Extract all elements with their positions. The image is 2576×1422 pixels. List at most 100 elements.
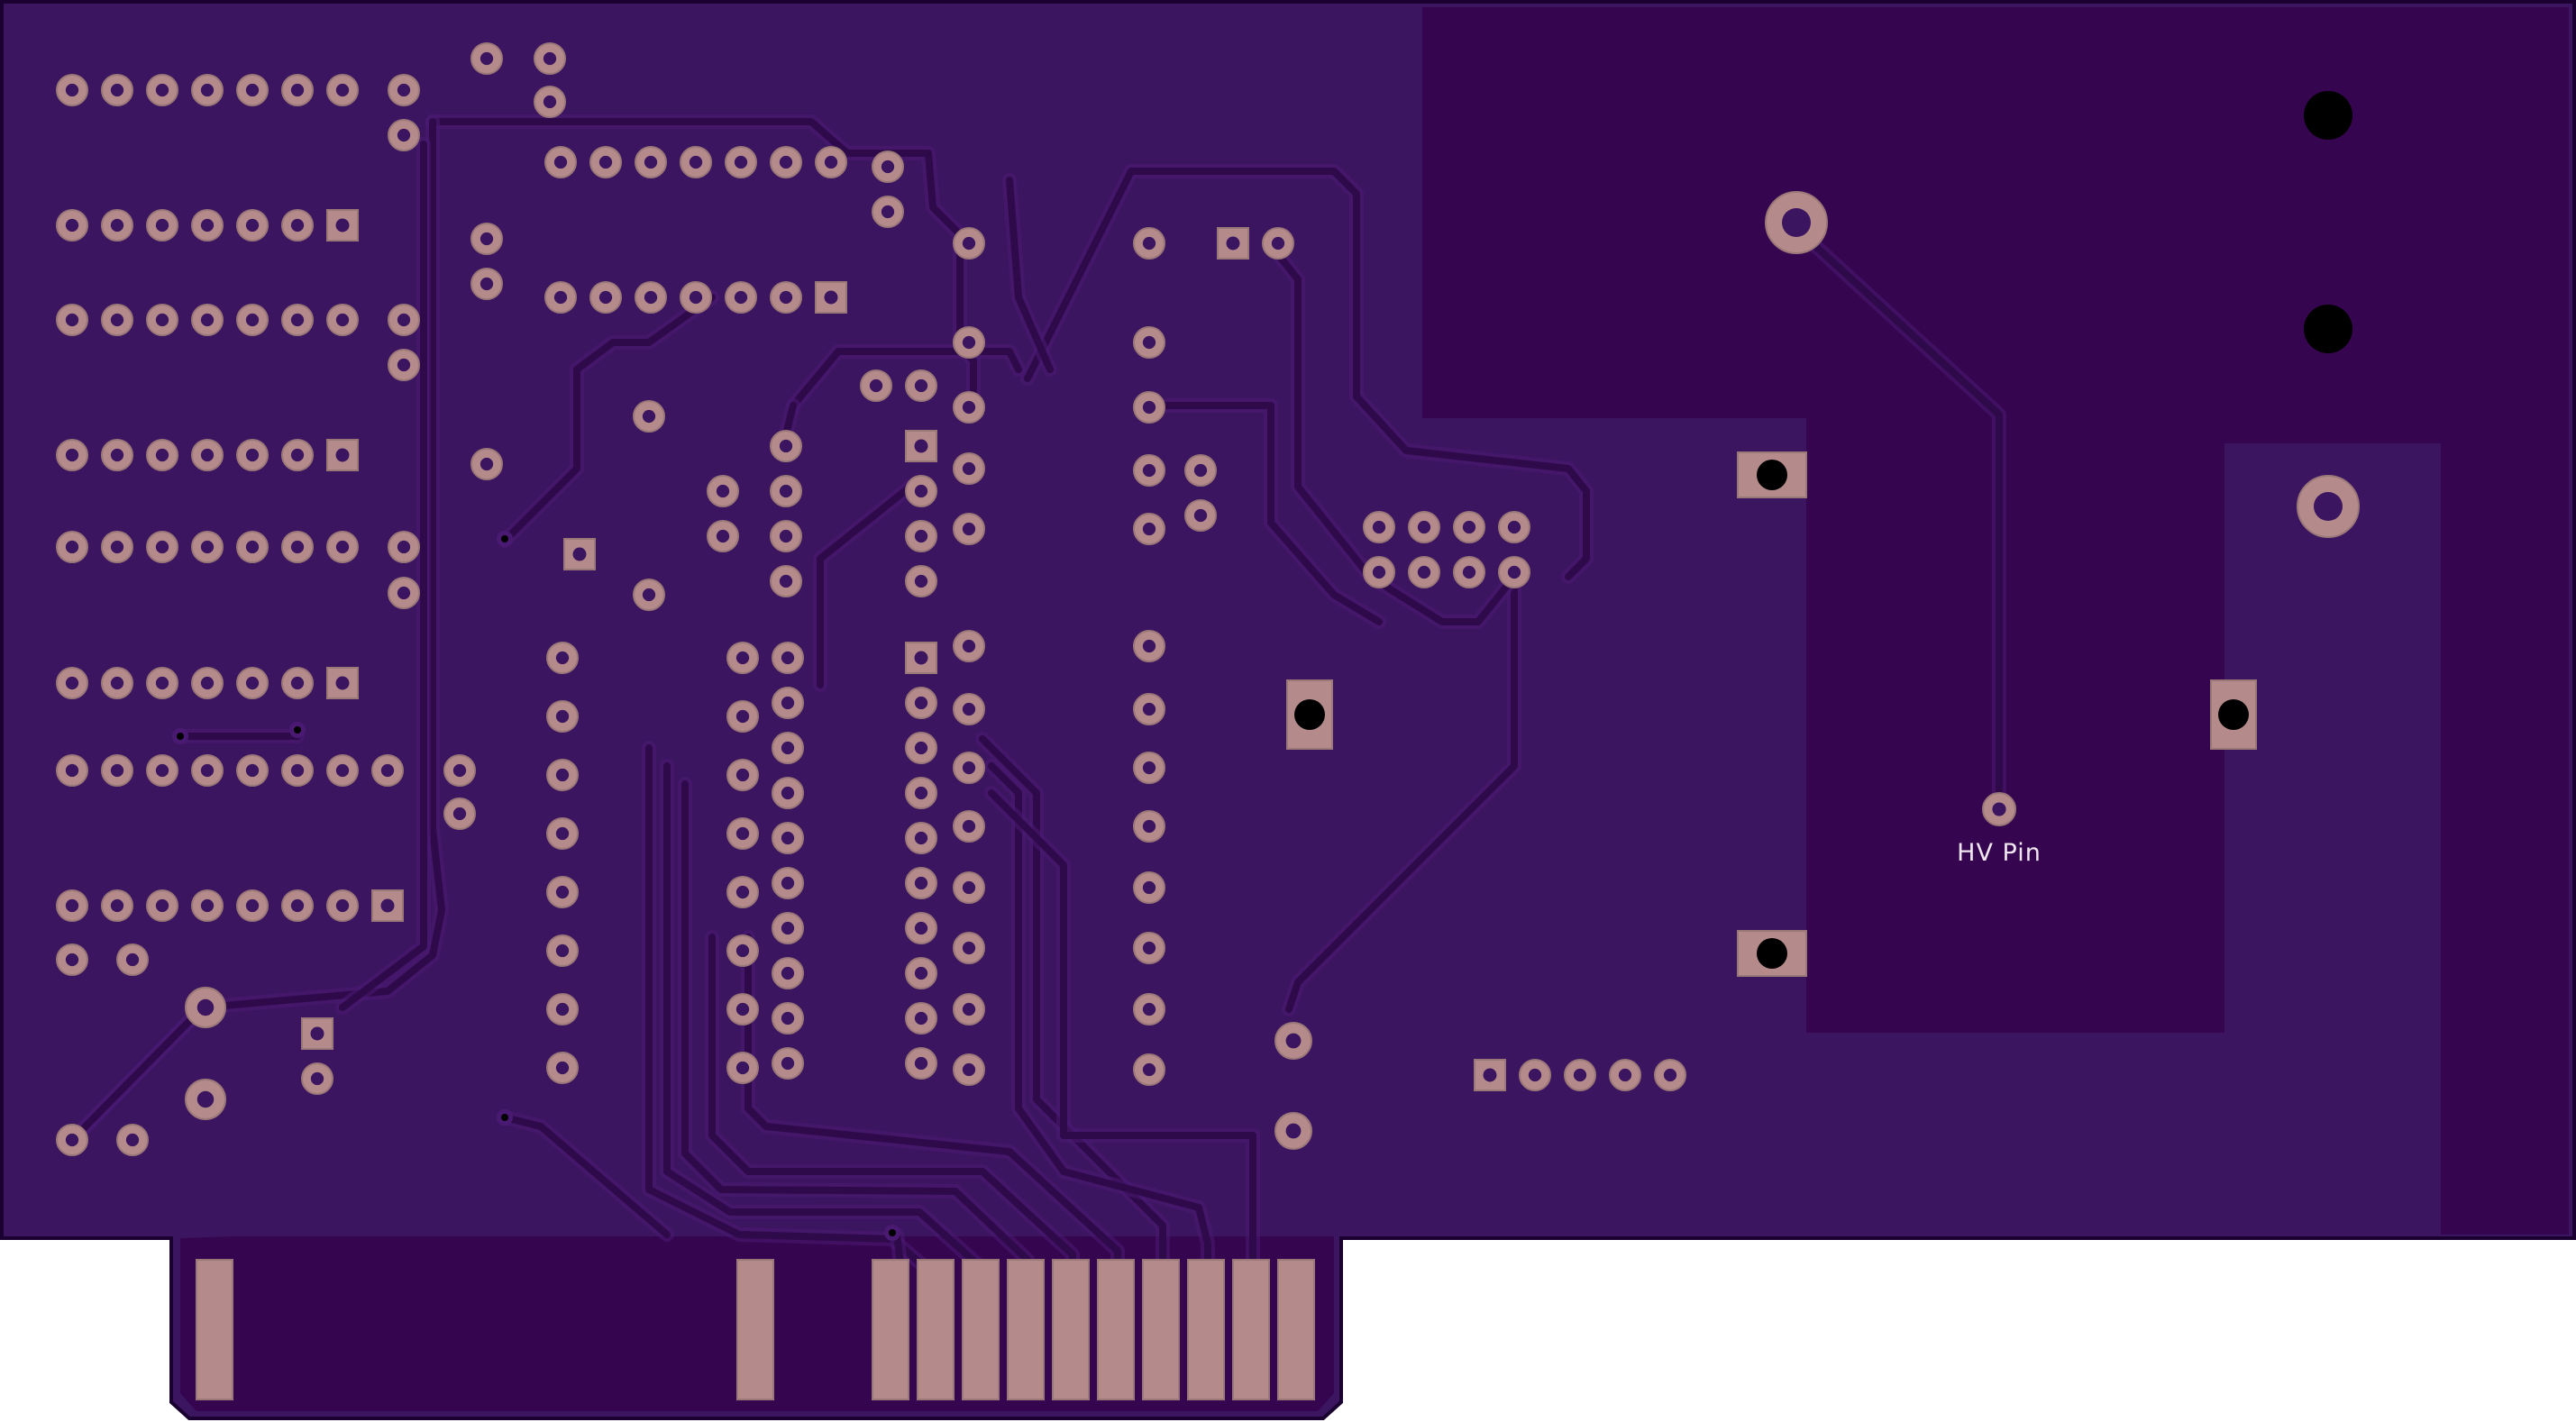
- pad-drill: [65, 83, 79, 97]
- pad-drill: [781, 966, 795, 980]
- pad-drill: [65, 218, 79, 232]
- trace: [1006, 177, 1054, 373]
- pad-drill: [155, 83, 169, 97]
- pad-drill: [914, 439, 928, 453]
- pad-drill: [290, 218, 305, 232]
- pad-drill: [196, 998, 215, 1016]
- pad-drill: [1142, 1002, 1156, 1016]
- pad-drill: [200, 763, 215, 778]
- pad-drill: [1142, 400, 1156, 415]
- pad-drill: [290, 313, 305, 327]
- pad-drill: [1142, 819, 1156, 834]
- pad-drill: [310, 1026, 324, 1041]
- pad-drill: [290, 448, 305, 462]
- edge-connector: [196, 1259, 1315, 1400]
- via-drill: [294, 726, 301, 734]
- square-pad-icon: [301, 1017, 333, 1050]
- pad-drill: [245, 898, 260, 913]
- pad-drill: [716, 529, 730, 543]
- pad-drill: [110, 313, 124, 327]
- pad-drill: [1462, 520, 1476, 534]
- pad-drill: [200, 898, 215, 913]
- pad-drill: [1142, 702, 1156, 716]
- pad-drill: [644, 290, 658, 305]
- pad-drill: [245, 763, 260, 778]
- pad-drill: [962, 335, 976, 350]
- pad-hole: [2218, 699, 2249, 730]
- pad-drill: [598, 155, 613, 169]
- mounting-hole-icon: [2304, 305, 2352, 353]
- pad-drill: [1142, 522, 1156, 536]
- pad-drill: [716, 484, 730, 498]
- pad-drill: [914, 966, 928, 980]
- mounting-hole-layer: [2304, 91, 2352, 353]
- edge-finger-icon: [1232, 1259, 1270, 1400]
- pad-drill: [452, 763, 467, 778]
- pad-drill: [245, 448, 260, 462]
- pad-drill: [962, 1002, 976, 1016]
- pad-drill: [380, 898, 395, 913]
- pad-drill: [290, 83, 305, 97]
- pad-drill: [781, 741, 795, 755]
- pad-drill: [200, 676, 215, 690]
- pad-drill: [962, 761, 976, 775]
- pad-drill: [397, 313, 411, 327]
- pad-drill: [397, 358, 411, 372]
- pad-drill: [543, 95, 557, 109]
- mounting-hole-icon: [2304, 91, 2352, 140]
- pad-drill: [1193, 508, 1208, 523]
- pad-layer: [56, 42, 2360, 1156]
- pad-drill: [1507, 520, 1521, 534]
- pad-drill: [452, 807, 467, 821]
- pad-drill: [914, 1011, 928, 1025]
- pad-drill: [555, 709, 570, 724]
- pad-drill: [914, 921, 928, 935]
- trace: [979, 735, 1166, 1355]
- pad-drill: [335, 676, 350, 690]
- edge-finger-icon: [917, 1259, 955, 1400]
- pad-drill: [155, 676, 169, 690]
- pad-drill: [1142, 236, 1156, 251]
- pad-drill: [125, 1133, 140, 1147]
- pad-drill: [1285, 1123, 1302, 1139]
- pad-drill: [65, 540, 79, 554]
- pad-drill: [397, 83, 411, 97]
- pad-drill: [200, 540, 215, 554]
- pad-drill: [1142, 761, 1156, 775]
- pad-drill: [572, 547, 587, 561]
- pad-drill: [914, 786, 928, 800]
- pad-drill: [553, 155, 568, 169]
- pad-drill: [914, 741, 928, 755]
- pad-drill: [779, 484, 793, 498]
- pad-drill: [555, 1061, 570, 1075]
- pad-drill: [1663, 1068, 1677, 1082]
- pad-drill: [290, 540, 305, 554]
- trace: [501, 1114, 671, 1238]
- pad-drill: [779, 290, 793, 305]
- pad-drill: [962, 461, 976, 476]
- pad-drill: [735, 651, 750, 665]
- pad-drill: [65, 676, 79, 690]
- pad-drill: [65, 1133, 79, 1147]
- pad-drill: [65, 898, 79, 913]
- pad-drill: [1417, 520, 1431, 534]
- pad-drill: [110, 540, 124, 554]
- trace: [1024, 168, 1590, 580]
- edge-finger-icon: [962, 1259, 1000, 1400]
- pad-drill: [1142, 880, 1156, 895]
- pad-drill: [734, 155, 748, 169]
- pad-drill: [824, 155, 838, 169]
- pad-drill: [781, 1056, 795, 1071]
- pad-drill: [65, 953, 79, 967]
- pad-drill: [598, 290, 613, 305]
- pad-drill: [1462, 565, 1476, 579]
- trace: [1141, 402, 1383, 625]
- edge-finger-icon: [196, 1259, 233, 1400]
- pad-drill: [1483, 1068, 1497, 1082]
- pad-drill: [962, 702, 976, 716]
- pad-drill: [642, 588, 656, 602]
- trace: [988, 789, 1256, 1355]
- pad-drill: [110, 898, 124, 913]
- pad-drill: [155, 313, 169, 327]
- pad-drill: [65, 448, 79, 462]
